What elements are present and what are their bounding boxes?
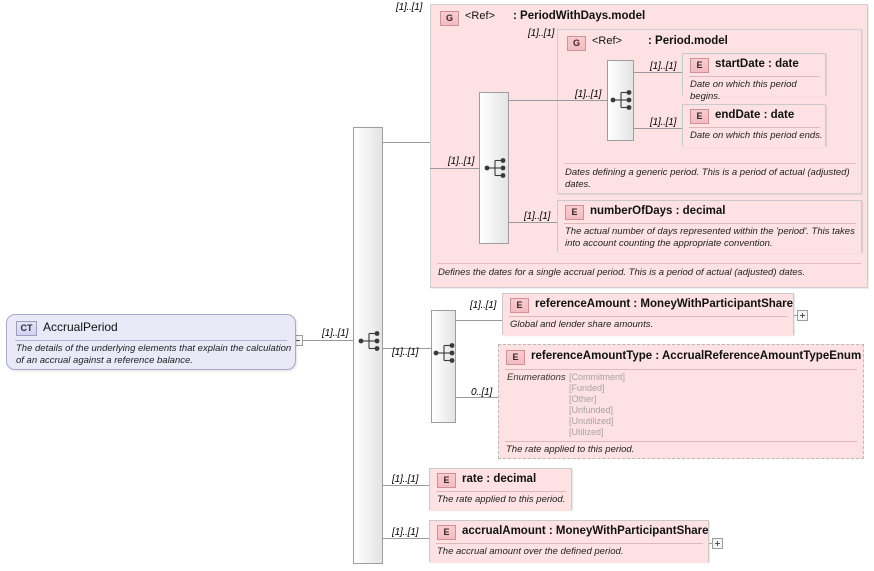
element-name-numberofdays: numberOfDays : decimal [590,205,726,217]
cardinality-reference-amount-type: 0..[1] [471,387,493,398]
connector-root-to-sequence [302,340,360,341]
element-accrualamount[interactable]: E accrualAmount : MoneyWithParticipantSh… [429,520,709,563]
element-badge-numberofdays: E [565,205,584,220]
connector-pwd-to-sequence [430,168,488,169]
cardinality-period-with-days: [1]..[1] [396,2,423,13]
cardinality-number-of-days: [1]..[1] [524,211,551,222]
connector-period-branch-2 [634,128,682,129]
element-annotation-numberofdays: The actual number of days represented wi… [565,226,855,249]
group-name-periodwithdays: : PeriodWithDays.model [513,10,646,22]
cardinality-rate: [1]..[1] [392,474,419,485]
group-badge-period: G [567,36,586,51]
cardinality-start-date: [1]..[1] [650,61,677,72]
enumeration-item: [Other] [569,394,597,404]
connector-period-branch-1 [634,72,682,73]
group-name-period: : Period.model [648,35,728,47]
ref-label-periodwithdays: <Ref> [465,10,495,22]
connector-amount-branch-1 [456,320,502,321]
connector-period-to-sequence [557,100,607,101]
element-badge-accrualamount: E [437,525,456,540]
element-name-startdate: startDate : date [715,58,799,70]
complex-type-accrualperiod[interactable]: CT AccrualPeriod The details of the unde… [6,314,296,370]
element-rate[interactable]: E rate : decimal The rate applied to thi… [429,468,572,511]
connector-accrualamount-expander [709,543,713,544]
referenceamount-expand-button[interactable] [797,310,808,321]
accrualamount-expand-button[interactable] [712,538,723,549]
connector-root-branch-4 [383,538,431,539]
group-annotation-periodwithdays: Defines the dates for a single accrual p… [438,267,806,278]
element-annotation-startdate: Date on which this period begins. [690,79,797,102]
element-numberofdays[interactable]: E numberOfDays : decimal The actual numb… [557,200,862,253]
enumeration-item: [Utilized] [569,427,604,437]
element-startdate[interactable]: E startDate : date Date on which this pe… [682,53,826,102]
cardinality-inner-sequence: [1]..[1] [448,156,475,167]
enumeration-item: [Unfunded] [569,405,614,415]
enumeration-item: [Unutilized] [569,416,614,426]
enumerations-label: Enumerations [507,372,566,383]
amount-sequence-bar[interactable] [431,310,456,423]
element-badge-referenceamounttype: E [506,350,525,365]
ref-label-period: <Ref> [592,35,622,47]
sequence-icon-root [358,330,388,352]
element-referenceamounttype[interactable]: E referenceAmountType : AccrualReference… [498,344,864,459]
element-name-accrualamount: accrualAmount : MoneyWithParticipantShar… [462,525,709,537]
enumerations-list: [Commitment] [Funded] [Other] [Unfunded]… [569,372,625,438]
root-sequence-bar[interactable] [353,127,383,564]
connector-root-branch-3 [383,485,431,486]
element-referenceamount[interactable]: E referenceAmount : MoneyWithParticipant… [502,293,794,336]
element-name-referenceamounttype: referenceAmountType : AccrualReferenceAm… [531,350,862,362]
element-annotation-accrualamount: The accrual amount over the defined peri… [437,546,624,557]
element-annotation-referenceamount: Global and lender share amounts. [510,319,654,330]
element-badge-enddate: E [690,109,709,124]
group-annotation-period: Dates defining a generic period. This is… [565,167,850,190]
element-annotation-enddate: Date on which this period ends. [690,130,823,141]
connector-root-branch-2 [383,348,431,349]
cardinality-amount-sequence: [1]..[1] [392,347,419,358]
connector-pwd-branch-1 [509,100,557,101]
element-badge-startdate: E [690,58,709,73]
cardinality-accrual-amount: [1]..[1] [392,527,419,538]
group-badge-periodwithdays: G [440,11,459,26]
connector-root-branch-1 [383,142,431,143]
element-name-rate: rate : decimal [462,473,537,485]
page-title: AccrualPeriod [43,320,118,334]
enumeration-item: [Commitment] [569,372,626,382]
cardinality-period-model: [1]..[1] [528,28,555,39]
element-badge-referenceamount: E [510,298,529,313]
element-name-referenceamount: referenceAmount : MoneyWithParticipantSh… [535,298,794,310]
element-annotation-referenceamounttype: The rate applied to this period. [506,444,635,455]
connector-amount-branch-2 [456,397,502,398]
sequence-icon-amount [433,342,463,364]
accrualperiod-annotation: The details of the underlying elements t… [16,343,292,366]
cardinality-period-sequence: [1]..[1] [575,89,602,100]
cardinality-root: [1]..[1] [322,328,349,339]
element-badge-rate: E [437,473,456,488]
ct-badge: CT [16,321,37,336]
connector-referenceamount-expander [794,315,798,316]
element-enddate[interactable]: E endDate : date Date on which this peri… [682,104,826,147]
enumeration-item: [Funded] [569,383,605,393]
element-name-enddate: endDate : date [715,109,795,121]
element-annotation-rate: The rate applied to this period. [437,494,566,505]
sequence-icon-period [610,89,640,111]
connector-pwd-branch-2 [509,222,557,223]
cardinality-reference-amount: [1]..[1] [470,300,497,311]
cardinality-end-date: [1]..[1] [650,117,677,128]
sequence-icon-periodwithdays [484,157,514,179]
